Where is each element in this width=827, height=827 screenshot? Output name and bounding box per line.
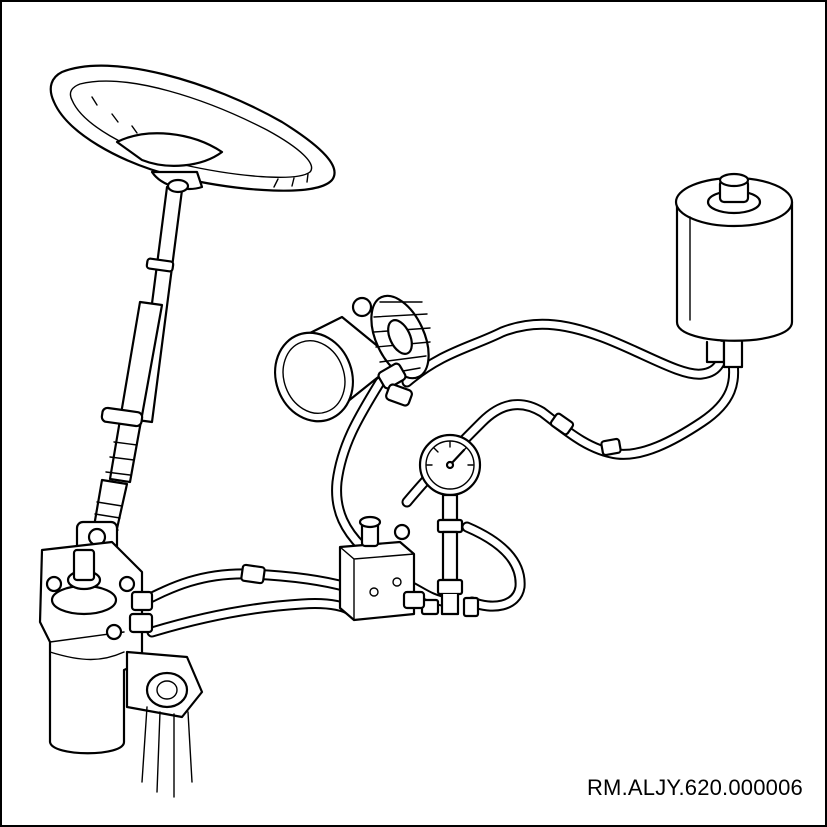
hydraulic-pump [274,294,431,423]
pressure-gauge [418,433,482,618]
valve-block [338,515,426,622]
pump-pulley [370,294,431,380]
reference-code: RM.ALJY.620.000006 [586,775,803,800]
steering-column [75,185,184,554]
oil-reservoir [674,172,794,369]
steering-unit [38,540,204,798]
steering-wheel [49,64,336,194]
